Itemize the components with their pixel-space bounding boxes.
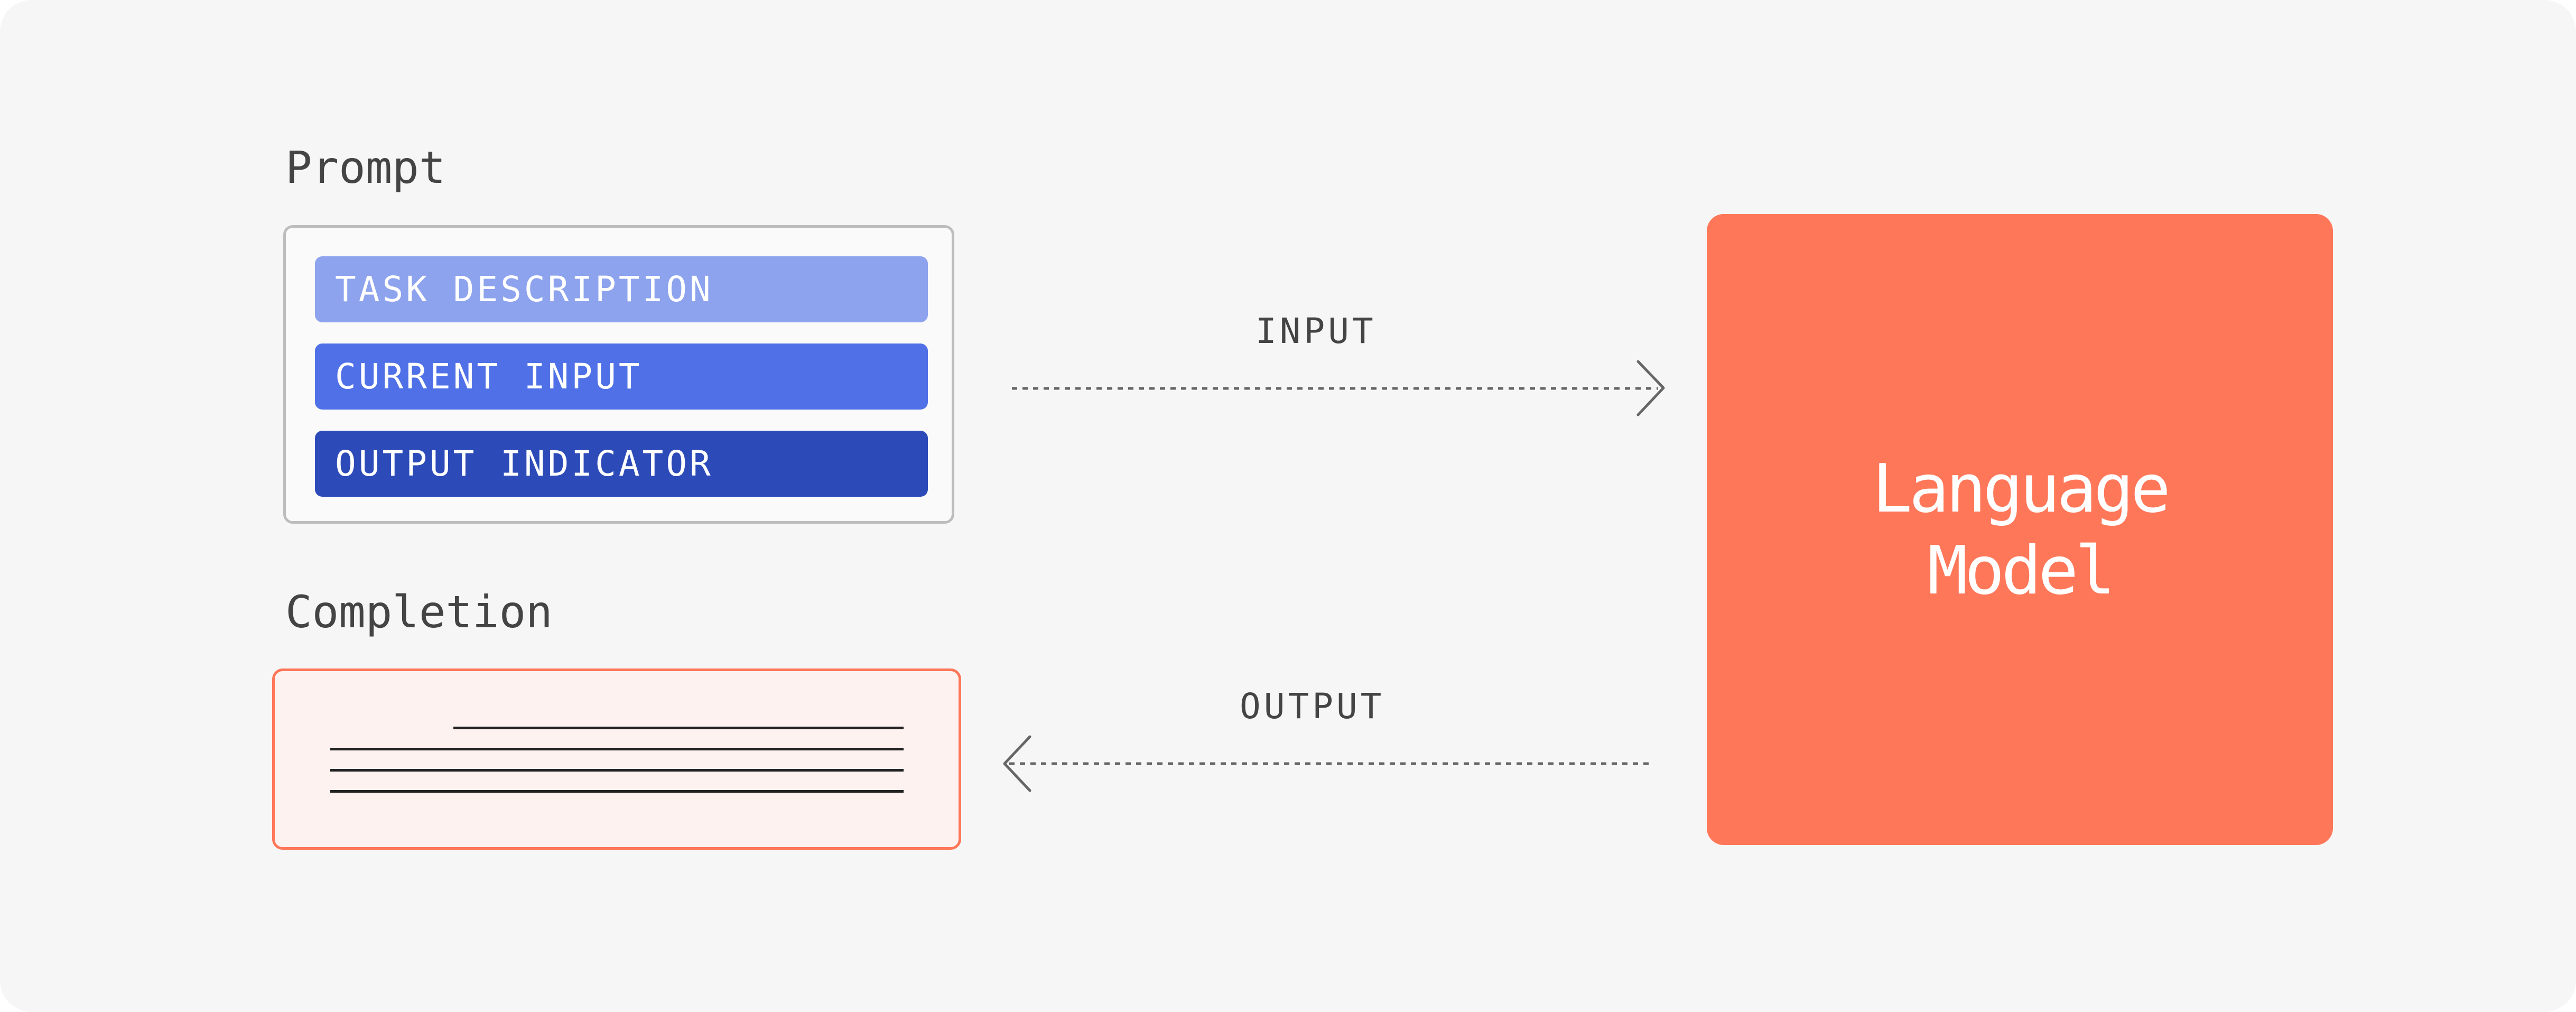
output-arrow-icon [1003, 735, 1654, 792]
output-arrow-label: OUTPUT [1240, 686, 1385, 727]
prompt-item-label: OUTPUT INDICATOR [335, 443, 713, 484]
prompt-item-label: TASK DESCRIPTION [335, 269, 713, 310]
input-arrow-icon [1012, 360, 1665, 416]
language-model-box: Language Model [1707, 214, 2333, 845]
model-title-line2: Model [1927, 532, 2115, 609]
prompt-item-output-indicator: OUTPUT INDICATOR [315, 431, 928, 497]
prompt-box: TASK DESCRIPTION CURRENT INPUT OUTPUT IN… [283, 225, 954, 524]
prompt-item-label: CURRENT INPUT [335, 356, 643, 397]
completion-text-line [330, 790, 904, 793]
model-title-line1: Language [1872, 450, 2171, 527]
completion-heading: Completion [285, 586, 553, 638]
completion-box [272, 669, 961, 850]
prompt-heading: Prompt [285, 142, 446, 193]
input-arrow-label: INPUT [1256, 311, 1377, 351]
completion-text-line [330, 748, 904, 750]
prompt-item-task-description: TASK DESCRIPTION [315, 256, 928, 322]
completion-text-line [453, 727, 904, 729]
completion-text-line [330, 769, 904, 772]
prompt-item-current-input: CURRENT INPUT [315, 343, 928, 410]
